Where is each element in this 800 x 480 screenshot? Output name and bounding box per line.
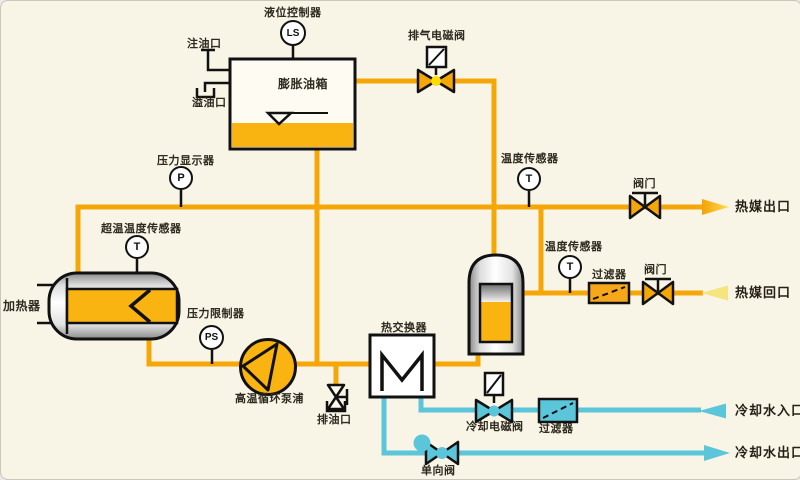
expansion-tank <box>228 57 357 151</box>
cooling-outlet-pipe <box>381 395 705 456</box>
check-valve <box>413 434 460 466</box>
supply-temp-sensor-label: 温度传感器 <box>501 153 559 165</box>
cooling-filter-label: 过滤器 <box>539 423 574 435</box>
supply-valve-label: 阀门 <box>633 178 656 190</box>
drain-port-symbol <box>325 401 347 413</box>
return-valve-label: 阀门 <box>644 264 667 276</box>
pump-label: 高温循环泵浦 <box>235 393 304 405</box>
fill-port-label: 注油口 <box>187 38 222 50</box>
cooling-water-inlet-label: 冷却水入口 <box>735 403 800 418</box>
cooling-water-inlet-arrow <box>699 403 726 419</box>
exhaust-pipe <box>353 78 497 256</box>
circulation-pump <box>239 338 297 396</box>
oil-drain-valve <box>325 383 349 413</box>
heater-element-band <box>65 287 179 325</box>
pressure-display-bubble: P <box>169 166 193 190</box>
heater-element-chevron <box>128 288 152 324</box>
heat-medium-return-arrow <box>701 285 728 301</box>
hx-vessel-pipe <box>432 352 481 367</box>
cooling-water-outlet-arrow <box>704 445 730 461</box>
heater-label: 加热器 <box>3 299 41 313</box>
fill-port-symbol <box>201 48 230 72</box>
check-valve-label: 单向阀 <box>421 465 456 477</box>
level-controller-label: 液位控制器 <box>264 7 322 19</box>
tank-liquid <box>232 123 353 147</box>
liquid-level-mark <box>264 111 295 126</box>
instrument-stems <box>135 46 572 364</box>
pressure-limiter-label: 压力限制器 <box>187 308 245 320</box>
overflow-port-label: 溢油口 <box>192 97 227 109</box>
cooling-solenoid-valve <box>474 371 514 424</box>
heat-medium-return-label: 热媒回口 <box>735 285 792 300</box>
cooling-filter <box>537 397 579 424</box>
cooling-water-outlet-label: 冷却水出口 <box>735 445 800 460</box>
pump-impeller <box>241 342 279 392</box>
hot-filter-label: 过滤器 <box>592 269 627 281</box>
overtemp-sensor-label: 超温温度传感器 <box>101 223 182 235</box>
overflow-port-symbol <box>195 81 230 99</box>
heater <box>37 271 181 341</box>
return-valve <box>641 277 675 306</box>
pressure-display-label: 压力显示器 <box>157 155 215 167</box>
heat-medium-outlet-arrow <box>702 199 729 215</box>
cooling-inlet-pipe <box>418 395 701 413</box>
heater-pump-pipe <box>146 335 372 367</box>
separator-vessel <box>467 253 525 356</box>
vessel-liquid <box>480 302 512 342</box>
heat-exchanger <box>368 333 436 399</box>
heat-exchanger-label: 热交换器 <box>381 322 427 334</box>
check-valve-ball <box>413 434 431 452</box>
oil-drain-label: 排油口 <box>317 414 352 426</box>
return-temp-sensor-label: 温度传感器 <box>545 241 603 253</box>
hot-filter <box>587 281 631 305</box>
exhaust-solenoid-label: 排气电磁阀 <box>408 30 466 42</box>
cooling-solenoid-label: 冷却电磁阀 <box>466 421 524 433</box>
level-controller-bubble: LS <box>280 20 306 46</box>
exhaust-solenoid-valve <box>416 45 456 94</box>
expansion-tank-label: 膨胀油箱 <box>278 77 329 91</box>
supply-valve <box>628 191 662 220</box>
hx-coil-symbol <box>380 350 424 391</box>
pressure-limiter-bubble: PS <box>199 325 224 350</box>
main-supply-pipe <box>75 204 703 275</box>
heat-medium-outlet-label: 热媒出口 <box>735 199 792 214</box>
cooling-pipes <box>381 395 705 456</box>
overtemp-sensor-bubble: T <box>125 235 149 259</box>
return-temp-sensor-bubble: T <box>558 255 582 279</box>
supply-temp-sensor-bubble: T <box>517 167 541 191</box>
